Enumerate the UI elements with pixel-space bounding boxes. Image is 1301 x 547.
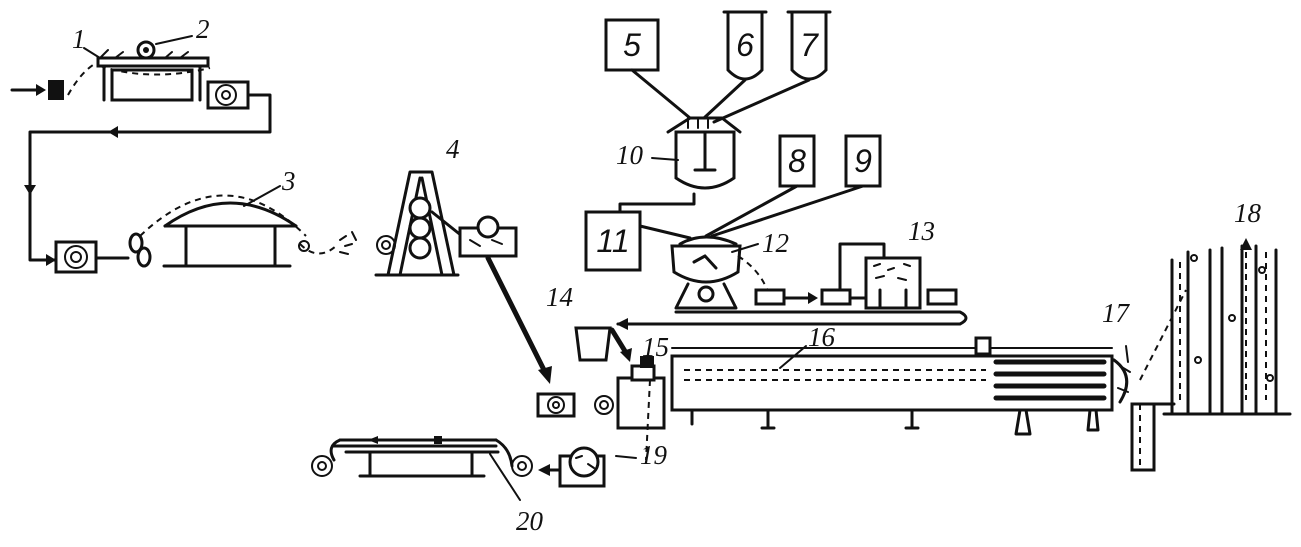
label-20: 20 [516, 506, 544, 536]
label-16: 16 [808, 322, 836, 352]
label-8: 8 [788, 143, 806, 179]
feed-11-to-12 [638, 224, 692, 240]
feed-8-to-12 [704, 184, 799, 238]
tank-6: 6 [722, 10, 768, 81]
unit-4-stand [374, 170, 552, 384]
label-3: 3 [281, 166, 296, 196]
label-6: 6 [736, 27, 754, 63]
label-4: 4 [446, 134, 460, 164]
tank-5: 5 [604, 18, 660, 72]
tank-8: 8 [778, 134, 816, 188]
unit-1-table [10, 49, 211, 102]
label-11: 11 [596, 223, 629, 259]
feed-9-to-12 [710, 184, 865, 238]
label-14: 14 [546, 282, 573, 312]
pump-1 [206, 80, 250, 110]
tank-14 [574, 326, 632, 362]
label-12: 12 [762, 228, 789, 258]
label-5: 5 [623, 27, 641, 63]
conveyor-13 [616, 242, 968, 330]
tank-7: 7 [786, 10, 832, 81]
kettle-12 [670, 235, 769, 310]
feed-7-to-10 [712, 78, 811, 124]
label-15: 15 [642, 332, 669, 362]
tank-11: 11 [584, 210, 642, 272]
bath-16 [670, 336, 1114, 436]
label-10: 10 [616, 140, 644, 170]
label-1: 1 [72, 24, 86, 54]
unit-2-roller [136, 40, 156, 60]
feed-6-to-10 [702, 78, 747, 120]
feed-5-to-10 [630, 68, 692, 120]
unit-3-table [54, 194, 357, 274]
tank-9: 9 [844, 134, 882, 188]
pipe-1-to-3 [28, 93, 272, 262]
label-7: 7 [800, 27, 819, 63]
label-13: 13 [908, 216, 935, 246]
label-17: 17 [1102, 298, 1131, 328]
unit-15 [616, 356, 666, 461]
label-2: 2 [196, 14, 210, 44]
unit-17 [1112, 289, 1187, 472]
roll-19 [538, 446, 606, 488]
label-9: 9 [854, 143, 872, 179]
label-19: 19 [640, 440, 668, 470]
unit-20-table [311, 436, 533, 478]
pump-roll [536, 392, 614, 418]
mixer-10 [618, 116, 742, 214]
label-18: 18 [1234, 198, 1262, 228]
dryer-18 [1162, 238, 1292, 416]
